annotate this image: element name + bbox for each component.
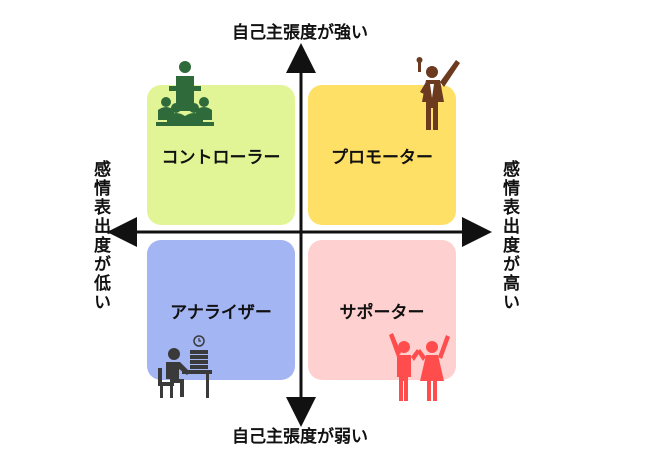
cheering-couple-icon: [389, 333, 450, 401]
axis-label-right: 感情表出度が高い: [499, 160, 519, 312]
quadrant-promoter: プロモーター: [308, 85, 456, 225]
axis-label-bottom: 自己主張度が弱い: [232, 427, 368, 447]
axis-label-left: 感情表出度が低い: [90, 160, 110, 312]
presenter-at-podium-icon: [156, 61, 214, 126]
quadrant-analyzer-label: アナライザー: [170, 302, 272, 323]
person-working-at-desk-icon: [158, 335, 212, 398]
singer-with-microphone-icon: [416, 57, 460, 130]
quadrant-supporter-label: サポーター: [339, 302, 425, 323]
quadrant-promoter-label: プロモーター: [331, 147, 433, 168]
axis-label-top: 自己主張度が強い: [232, 23, 368, 43]
quadrant-controller-label: コントローラー: [161, 147, 281, 168]
